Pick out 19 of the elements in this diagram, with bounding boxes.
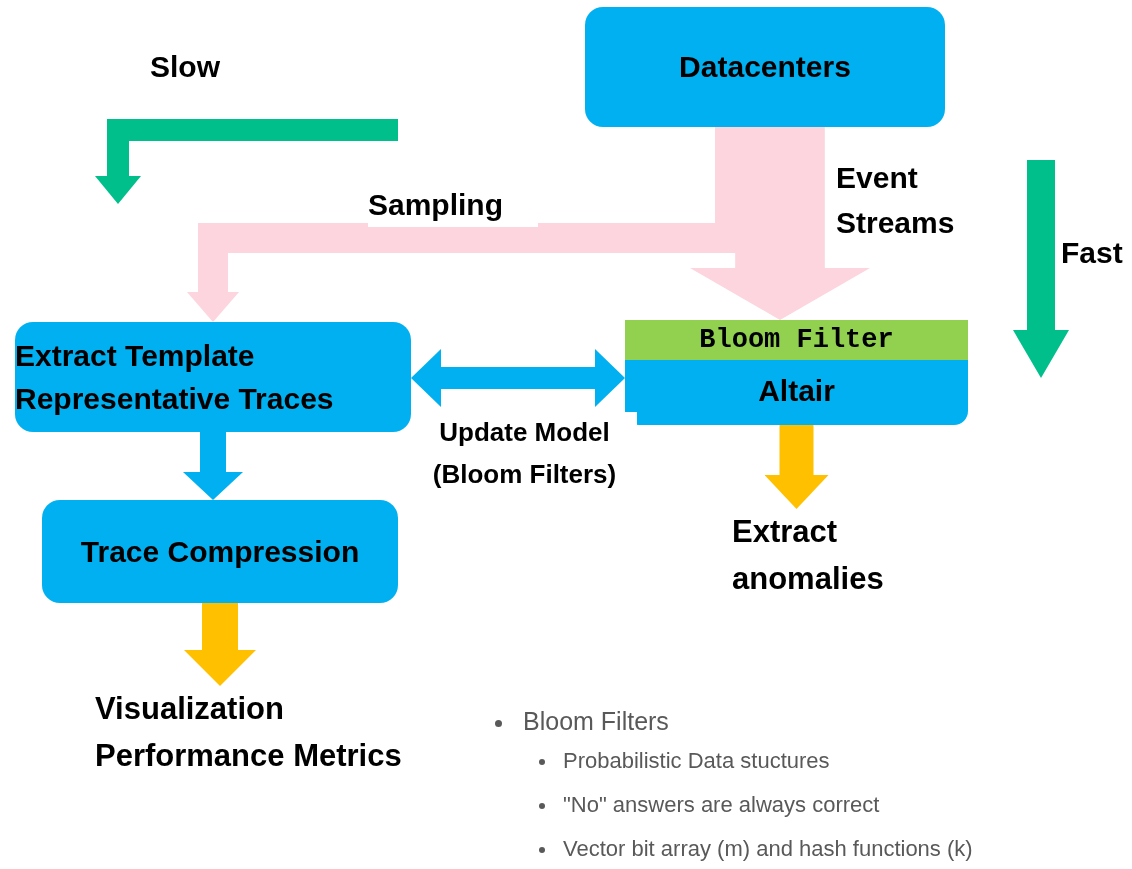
block-arrow (764, 425, 829, 509)
output-text: Visualization Performance Metrics (95, 686, 455, 778)
speed-label: Fast (1061, 235, 1123, 271)
process-box (625, 320, 968, 425)
block-arrow (690, 127, 870, 320)
process-box: Extract Template Representative Traces (15, 322, 411, 432)
block-arrow (183, 432, 243, 500)
output-text: Extract anomalies (732, 509, 932, 601)
bullet-text: "No" answers are always correct (563, 792, 880, 817)
process-box: Trace Compression (42, 500, 398, 603)
bullet-text: Probabilistic Data stuctures (563, 748, 830, 773)
block-arrow (184, 603, 256, 686)
speed-label: Slow (150, 49, 220, 85)
block-arrow (411, 349, 625, 407)
bullet-text: Vector bit array (m) and hash functions (k) (563, 836, 973, 861)
process-box: Datacenters (585, 7, 945, 127)
bullet-text: Bloom Filters (523, 707, 669, 735)
filter-band: Bloom Filter (625, 320, 968, 360)
box-label: Altair (757, 373, 836, 409)
